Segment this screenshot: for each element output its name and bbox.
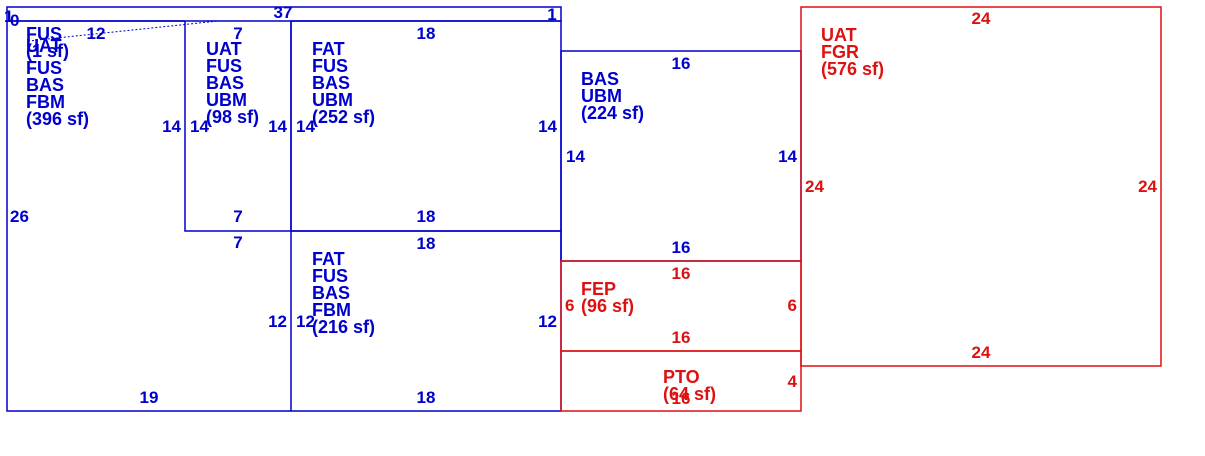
area-1-bottom-dim: 19 — [140, 388, 159, 407]
area-9-code-1: UAT — [26, 36, 62, 56]
area-6-top-dim: 16 — [672, 264, 691, 283]
area-4-code-1: FAT — [312, 249, 345, 269]
area-8-top-dim: 24 — [972, 9, 991, 28]
area-7-right-dim: 4 — [788, 372, 798, 391]
area-2-code-1: UAT — [206, 39, 242, 59]
area-3-right-dim: 14 — [538, 117, 557, 136]
area-2-top-dim: 7 — [233, 24, 242, 43]
area-3-sf: (252 sf) — [312, 107, 375, 127]
area-4-code-3: BAS — [312, 283, 350, 303]
area-2-bottom-dim: 7 — [233, 207, 242, 226]
area-6-left-dim: 6 — [565, 296, 574, 315]
area-8-code-1: UAT — [821, 25, 857, 45]
area-7-sf: (64 sf) — [663, 384, 716, 404]
area-1-code-2: FUS — [26, 58, 62, 78]
area-2-sf: (98 sf) — [206, 107, 259, 127]
area-6-right-dim: 6 — [788, 296, 797, 315]
area-7-code-1: PTO — [663, 367, 700, 387]
area-9-right-dim: 1 — [547, 5, 556, 24]
area-7-label: PTO 16 (64 sf) 4 — [663, 367, 798, 408]
area-2-code-2: FUS — [206, 56, 242, 76]
area-2-label: UAT FUS BAS UBM (98 sf) — [206, 39, 259, 127]
area-3-code-3: BAS — [312, 73, 350, 93]
area-7-bottom-dim: 16 — [672, 389, 691, 408]
area-6-label: FEP (96 sf) — [581, 279, 634, 316]
area-5-code-1: BAS — [581, 69, 619, 89]
area-4-code-2: FUS — [312, 266, 348, 286]
area-5-right-dim: 14 — [778, 147, 797, 166]
area-3-label: FAT FUS BAS UBM (252 sf) — [312, 39, 375, 127]
area-9-outline — [6, 6, 562, 22]
area-3-bottom-dim: 18 — [417, 207, 436, 226]
other-outlines — [560, 6, 1162, 412]
area-8-dims: 24 24 24 24 — [805, 9, 1158, 362]
area-9-dims: 1 0 37 1 — [4, 3, 557, 30]
area-4-code-4: FBM — [312, 300, 351, 320]
area-5-code-2: UBM — [581, 86, 622, 106]
area-8-code-2: FGR — [821, 42, 859, 62]
area-8-label: UAT FGR (576 sf) — [821, 25, 884, 79]
area-8-right-dim: 24 — [1138, 177, 1157, 196]
area-5-label: BAS UBM (224 sf) — [581, 69, 644, 123]
area-3-top-dim: 18 — [417, 24, 436, 43]
area-9-top-dim: 37 — [274, 3, 293, 22]
area-5-dims: 16 16 14 14 — [566, 54, 798, 257]
area-2-dims: 7 7 14 14 7 — [190, 24, 288, 252]
area-9-left-dim: 0 — [10, 11, 19, 30]
area-4-right-dim: 12 — [538, 312, 557, 331]
area-5-sf: (224 sf) — [581, 103, 644, 123]
area-1-right-bottom-dim: 12 — [268, 312, 287, 331]
area-6-bottom-dim: 16 — [672, 328, 691, 347]
area-5-bottom-dim: 16 — [672, 238, 691, 257]
area-3-code-2: FUS — [312, 56, 348, 76]
area-1-outline — [6, 20, 291, 412]
area-2-code-3: BAS — [206, 73, 244, 93]
area-2-right-dim: 14 — [268, 117, 287, 136]
area-9-sf: (1 sf) — [26, 41, 69, 61]
area-8-sf: (576 sf) — [821, 59, 884, 79]
area-3-left-dim: 14 — [296, 117, 315, 136]
area-10-dim: 7 — [233, 233, 242, 252]
area-1-sf: (396 sf) — [26, 109, 89, 129]
area-4-label: FAT FUS BAS FBM (216 sf) — [312, 249, 375, 337]
area-4-dims: 18 18 12 12 — [296, 234, 557, 407]
area-6-sf: (96 sf) — [581, 296, 634, 316]
area-4-bottom-dim: 18 — [417, 388, 436, 407]
area-6-code-1: FEP — [581, 279, 616, 299]
area-1-dims: 12 26 19 14 12 — [10, 24, 287, 407]
area-5-top-dim: 16 — [672, 54, 691, 73]
area-6-dims: 16 16 6 6 — [565, 264, 797, 347]
area-9-corner-dim: 1 — [4, 7, 13, 26]
area-3-code-1: FAT — [312, 39, 345, 59]
area-8-bottom-dim: 24 — [972, 343, 991, 362]
area-2-left-dim: 14 — [190, 117, 209, 136]
area-5-left-dim: 14 — [566, 147, 585, 166]
area-4-top-dim: 18 — [417, 234, 436, 253]
area-1-top-dim: 12 — [87, 24, 106, 43]
area-1-right-top-dim: 14 — [162, 117, 181, 136]
area-7-outline — [560, 350, 802, 412]
area-3-dims: 18 18 14 14 — [296, 24, 558, 226]
area-1-code-3: BAS — [26, 75, 64, 95]
area-1-code-1: FUS — [26, 24, 62, 44]
area-1-left-dim: 26 — [10, 207, 29, 226]
area-1-label: FUS UAT (1 sf) FUS BAS FBM (396 sf) — [26, 24, 89, 129]
area-3-code-4: UBM — [312, 90, 353, 110]
area-8-outline — [800, 6, 1162, 367]
area-4-left-dim: 12 — [296, 312, 315, 331]
area-8-left-dim: 24 — [805, 177, 824, 196]
area-2-code-4: UBM — [206, 90, 247, 110]
area-1-code-4: FBM — [26, 92, 65, 112]
area-4-sf: (216 sf) — [312, 317, 375, 337]
